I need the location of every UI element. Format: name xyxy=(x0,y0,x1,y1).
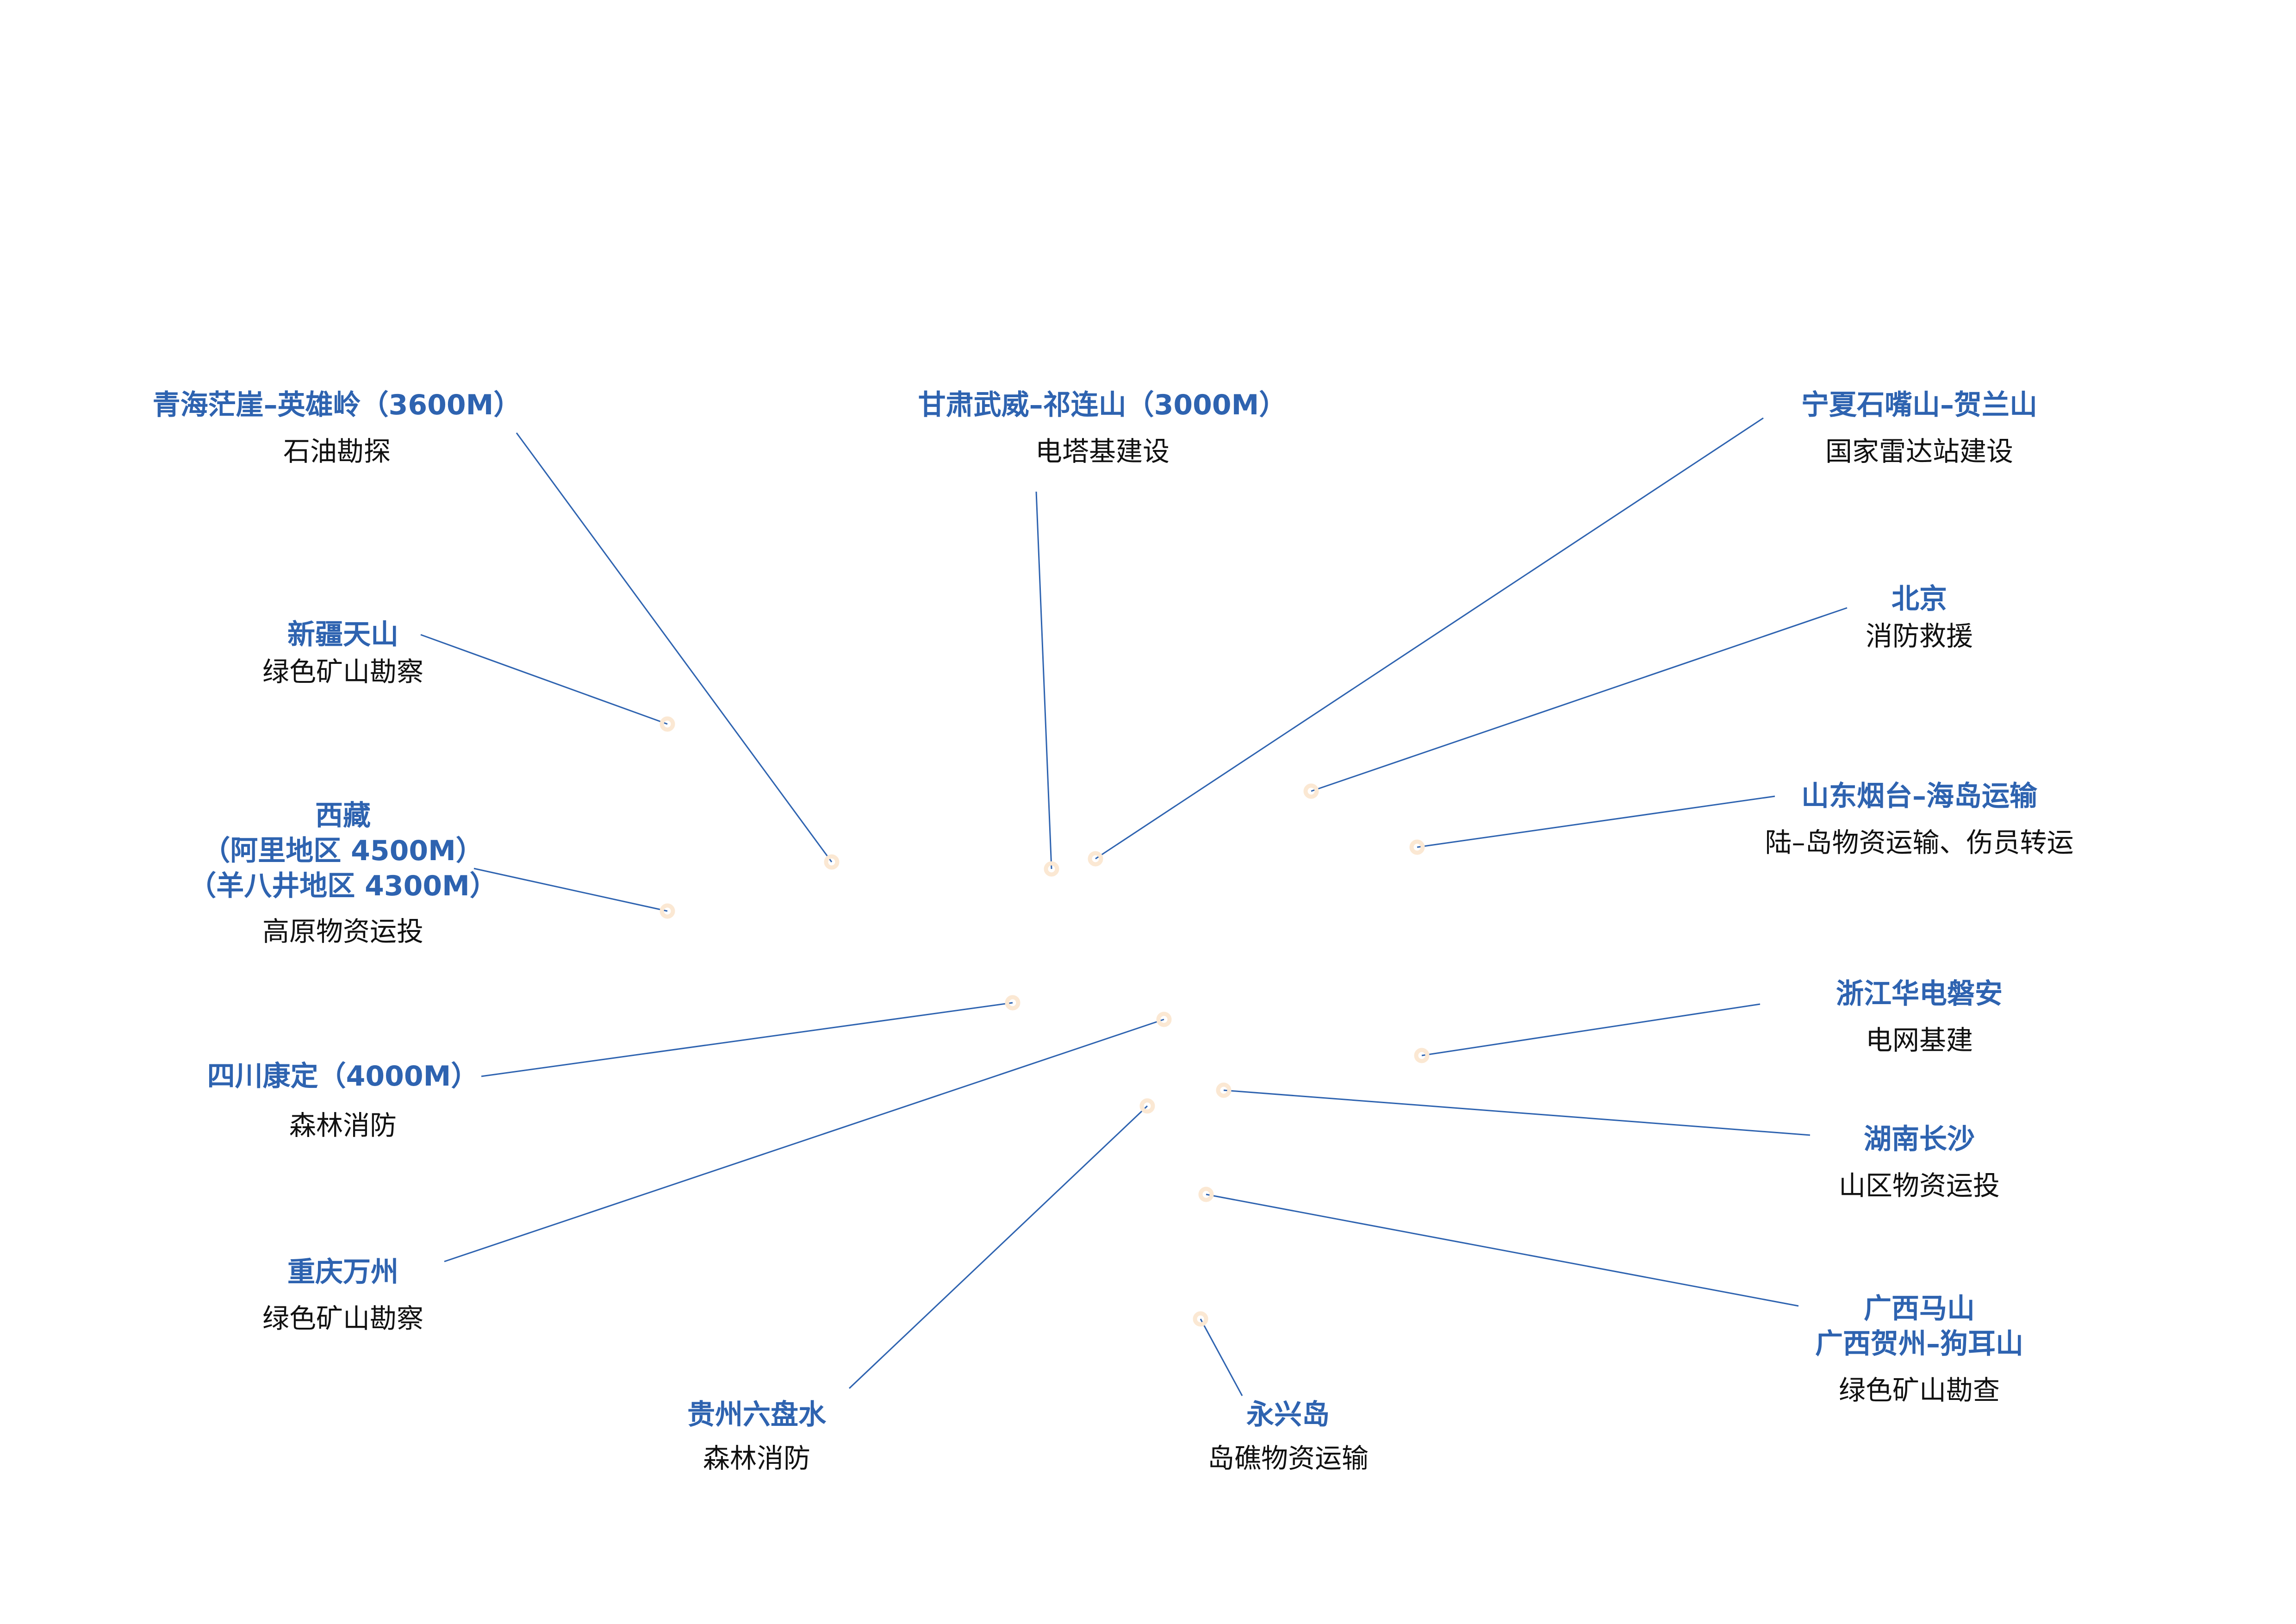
connector-line-tibet xyxy=(473,868,668,912)
site-subtitle: 森林消防 xyxy=(703,1443,810,1474)
location-marker-gansu xyxy=(1044,861,1059,877)
connector-line-hunan xyxy=(1223,1089,1811,1136)
site-title-line: （羊八井地区 4300M） xyxy=(188,870,498,902)
label-qinghai: 青海茫崖–英雄岭（3600M） 石油勘探 xyxy=(153,387,522,469)
site-title-line: （阿里地区 4500M） xyxy=(202,835,484,867)
site-title: 浙江华电磐安 xyxy=(1836,978,2003,1010)
label-gansu: 甘肃武威–祁连山（3000M） 电塔基建设 xyxy=(918,387,1287,469)
connector-line-chongqing xyxy=(444,1018,1164,1262)
site-title: 宁夏石嘴山–贺兰山 xyxy=(1801,389,2037,421)
site-title: 北京 xyxy=(1891,583,1947,615)
location-marker-shandong xyxy=(1409,839,1425,855)
label-ningxia: 宁夏石嘴山–贺兰山 国家雷达站建设 xyxy=(1801,387,2037,469)
label-beijing: 北京 消防救援 xyxy=(1866,581,1973,654)
site-subtitle: 陆–岛物资运输、伤员转运 xyxy=(1765,827,2074,858)
label-guizhou: 贵州六盘水 森林消防 xyxy=(687,1397,826,1476)
site-subtitle: 电网基建 xyxy=(1865,1024,1973,1056)
connector-line-qinghai xyxy=(516,432,833,862)
connector-line-ningxia xyxy=(1095,417,1764,860)
site-title: 青海茫崖–英雄岭（3600M） xyxy=(152,389,522,421)
site-title: 甘肃武威–祁连山（3000M） xyxy=(918,389,1287,421)
connector-line-yongxing xyxy=(1200,1318,1243,1396)
location-marker-guizhou xyxy=(1139,1098,1155,1114)
connector-line-zhejiang xyxy=(1421,1003,1761,1056)
site-subtitle: 岛礁物资运输 xyxy=(1207,1443,1369,1474)
location-marker-zhejiang xyxy=(1414,1048,1430,1063)
site-title: 广西马山 xyxy=(1864,1293,1975,1325)
site-title: 贵州六盘水 xyxy=(687,1399,826,1431)
label-guangxi: 广西马山 广西贺州–狗耳山 绿色矿山勘查 xyxy=(1815,1291,2023,1408)
location-marker-beijing xyxy=(1303,783,1319,799)
site-title: 西藏 xyxy=(315,800,371,832)
site-title: 四川康定（4000M） xyxy=(207,1060,479,1093)
site-title-line: 广西贺州–狗耳山 xyxy=(1815,1328,2023,1360)
site-subtitle: 山区物资运投 xyxy=(1838,1170,2000,1201)
site-subtitle: 绿色矿山勘查 xyxy=(1838,1374,2000,1406)
site-subtitle: 电塔基建设 xyxy=(1035,436,1170,467)
location-marker-qinghai xyxy=(824,854,840,870)
connector-line-beijing xyxy=(1311,607,1848,792)
label-zhejiang: 浙江华电磐安 电网基建 xyxy=(1836,976,2003,1058)
location-marker-ningxia xyxy=(1088,851,1103,867)
site-title: 永兴岛 xyxy=(1246,1399,1330,1431)
site-subtitle: 消防救援 xyxy=(1865,620,1973,652)
site-title: 湖南长沙 xyxy=(1863,1123,1975,1156)
connector-line-shandong xyxy=(1417,795,1775,848)
site-subtitle: 森林消防 xyxy=(289,1110,397,1141)
connector-line-xinjiang xyxy=(420,634,668,725)
connector-line-guizhou xyxy=(848,1105,1148,1389)
connector-line-gansu xyxy=(1035,491,1052,869)
label-tibet: 西藏 （阿里地区 4500M） （羊八井地区 4300M） 高原物资运投 xyxy=(188,798,498,949)
label-sichuan: 四川康定（4000M） 森林消防 xyxy=(207,1059,479,1143)
label-yongxing: 永兴岛 岛礁物资运输 xyxy=(1207,1397,1369,1476)
site-subtitle: 石油勘探 xyxy=(283,436,391,467)
location-marker-tibet xyxy=(660,903,675,919)
connector-line-sichuan xyxy=(481,1002,1013,1077)
connector-line-guangxi xyxy=(1206,1193,1799,1307)
site-title: 重庆万州 xyxy=(287,1256,398,1288)
label-hunan: 湖南长沙 山区物资运投 xyxy=(1839,1122,2000,1203)
label-chongqing: 重庆万州 绿色矿山勘察 xyxy=(262,1255,423,1336)
location-marker-yongxing xyxy=(1193,1311,1208,1327)
site-subtitle: 绿色矿山勘察 xyxy=(262,656,424,687)
site-subtitle: 国家雷达站建设 xyxy=(1825,436,2013,467)
label-shandong: 山东烟台–海岛运输 陆–岛物资运输、伤员转运 xyxy=(1765,779,2073,860)
label-xinjiang: 新疆天山 绿色矿山勘察 xyxy=(262,617,423,689)
location-marker-xinjiang xyxy=(660,716,675,732)
site-title: 新疆天山 xyxy=(287,618,398,651)
site-title: 山东烟台–海岛运输 xyxy=(1801,780,2037,812)
location-marker-sichuan xyxy=(1005,995,1020,1011)
location-marker-chongqing xyxy=(1156,1012,1172,1027)
location-marker-guangxi xyxy=(1198,1187,1214,1202)
site-subtitle: 高原物资运投 xyxy=(262,916,423,947)
site-subtitle: 绿色矿山勘察 xyxy=(262,1303,424,1334)
location-marker-hunan xyxy=(1216,1082,1232,1098)
